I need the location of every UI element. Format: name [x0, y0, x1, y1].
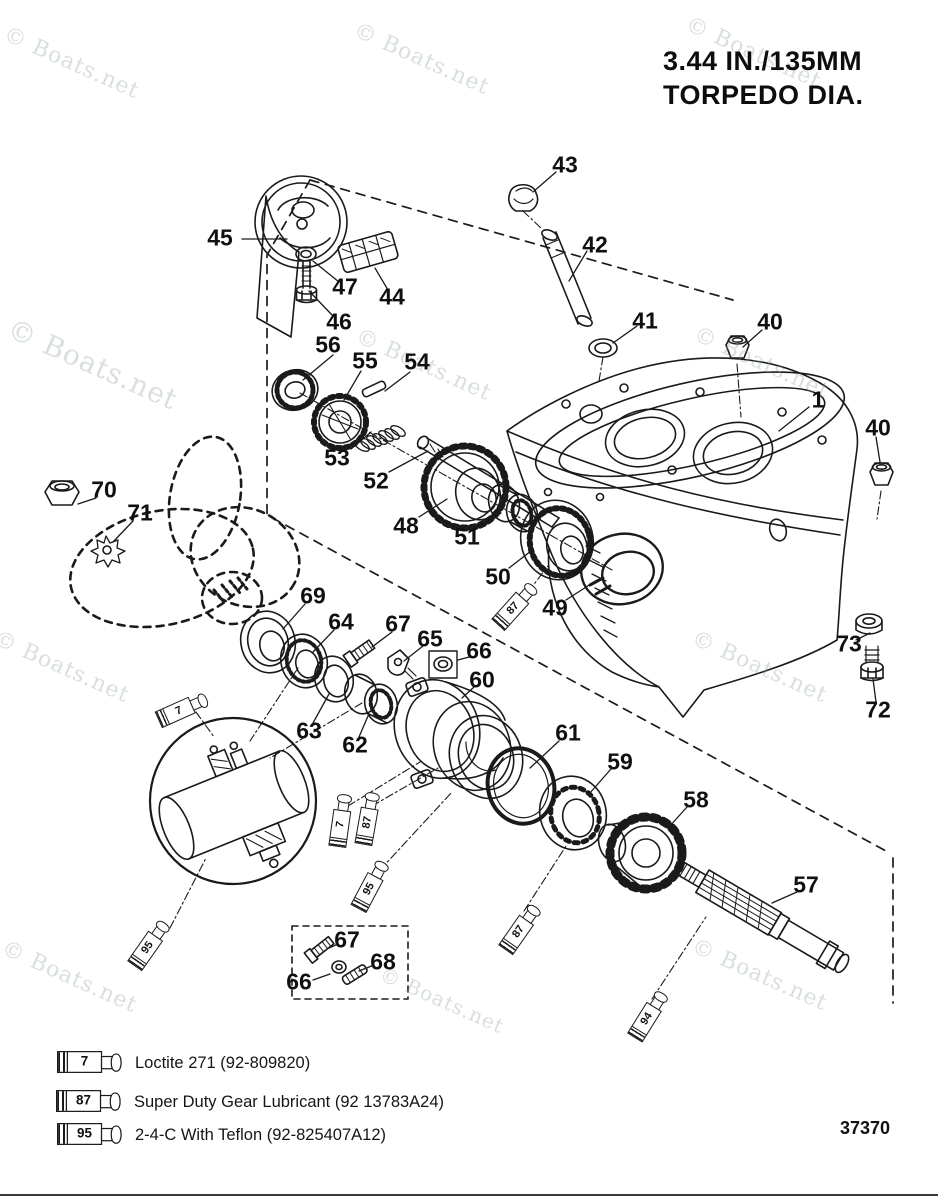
inset-hardware-box: [291, 925, 409, 1000]
screw-67-upper: [342, 639, 376, 668]
legend-row-loctite: 7 Loctite 271 (92-809820): [57, 1051, 310, 1079]
dash-dot-leaders: [169, 210, 882, 1000]
tube-code-label: 7: [80, 1054, 89, 1069]
bolt-72: [860, 645, 884, 682]
o-ring-61: [485, 746, 557, 826]
bearing-56: [271, 368, 319, 412]
seal-64: [279, 633, 329, 689]
pinion-gear-55: [311, 393, 369, 451]
title-line-1: 3.44 IN./135MM: [663, 46, 863, 76]
page-bottom-edge: [0, 1194, 938, 1196]
tube-code-label: 95: [76, 1126, 92, 1141]
bolt-46: [295, 260, 318, 304]
tube-cap: [110, 1125, 122, 1144]
legend-label: Loctite 271 (92-809820): [135, 1054, 311, 1072]
spring-53: [354, 425, 406, 452]
legend-tube-87: 87: [56, 1090, 122, 1112]
tube-cap: [109, 1092, 121, 1111]
legend-label: 2-4-C With Teflon (92-825407A12): [135, 1126, 386, 1144]
title-line-2: TORPEDO DIA.: [663, 80, 864, 110]
tube-body: 7: [66, 1051, 103, 1073]
ball-bearing-59: [538, 775, 608, 851]
tube-code-label: 87: [75, 1093, 91, 1108]
nut-73: [855, 613, 883, 635]
pin-54: [361, 380, 387, 398]
trim-tab-45: [254, 175, 348, 338]
box-66: [428, 650, 458, 679]
drawing-number: 37370: [840, 1118, 891, 1138]
legend-row-2-4-c: 95 2-4-C With Teflon (92-825407A12): [57, 1123, 386, 1151]
legend-row-gear-lube: 87 Super Duty Gear Lubricant (92 13783A2…: [56, 1090, 444, 1118]
anode-plate-44: [337, 230, 399, 274]
gear-58: [597, 812, 687, 894]
legend-label: Super Duty Gear Lubricant (92 13783A24): [134, 1093, 445, 1111]
prop-nut-70: [44, 480, 80, 506]
tube-body: 87: [65, 1090, 102, 1112]
cam-follower-65: [387, 649, 417, 680]
washer-47: [295, 246, 317, 262]
legend-tube-7: 7: [57, 1051, 123, 1073]
seal-41: [588, 338, 618, 358]
ring-63: [313, 655, 355, 703]
propeller-shaft-57: [675, 861, 850, 974]
cap-43: [508, 183, 539, 212]
roller-bearing-62: [343, 673, 399, 725]
dashed-boundary: [266, 179, 894, 1004]
forward-gear-48: [420, 442, 510, 532]
tapered-bearing-50: [519, 499, 595, 581]
bearing-race-49: [580, 532, 664, 606]
propeller-reference: [68, 435, 301, 629]
star-washer-71: [90, 535, 126, 568]
tube-body: 95: [66, 1123, 103, 1145]
tube-cap: [110, 1053, 122, 1072]
seal-69: [239, 610, 297, 674]
gearcase-housing: [506, 357, 859, 718]
legend-tube-95: 95: [57, 1123, 123, 1145]
water-tube-42: [541, 229, 593, 327]
leader-lines: [77, 171, 881, 981]
page-title: 3.44 IN./135MM TORPEDO DIA.: [663, 44, 864, 112]
nut-40-right: [869, 462, 894, 486]
inset-detail-circle: [148, 716, 318, 886]
nut-40-top: [725, 335, 750, 359]
